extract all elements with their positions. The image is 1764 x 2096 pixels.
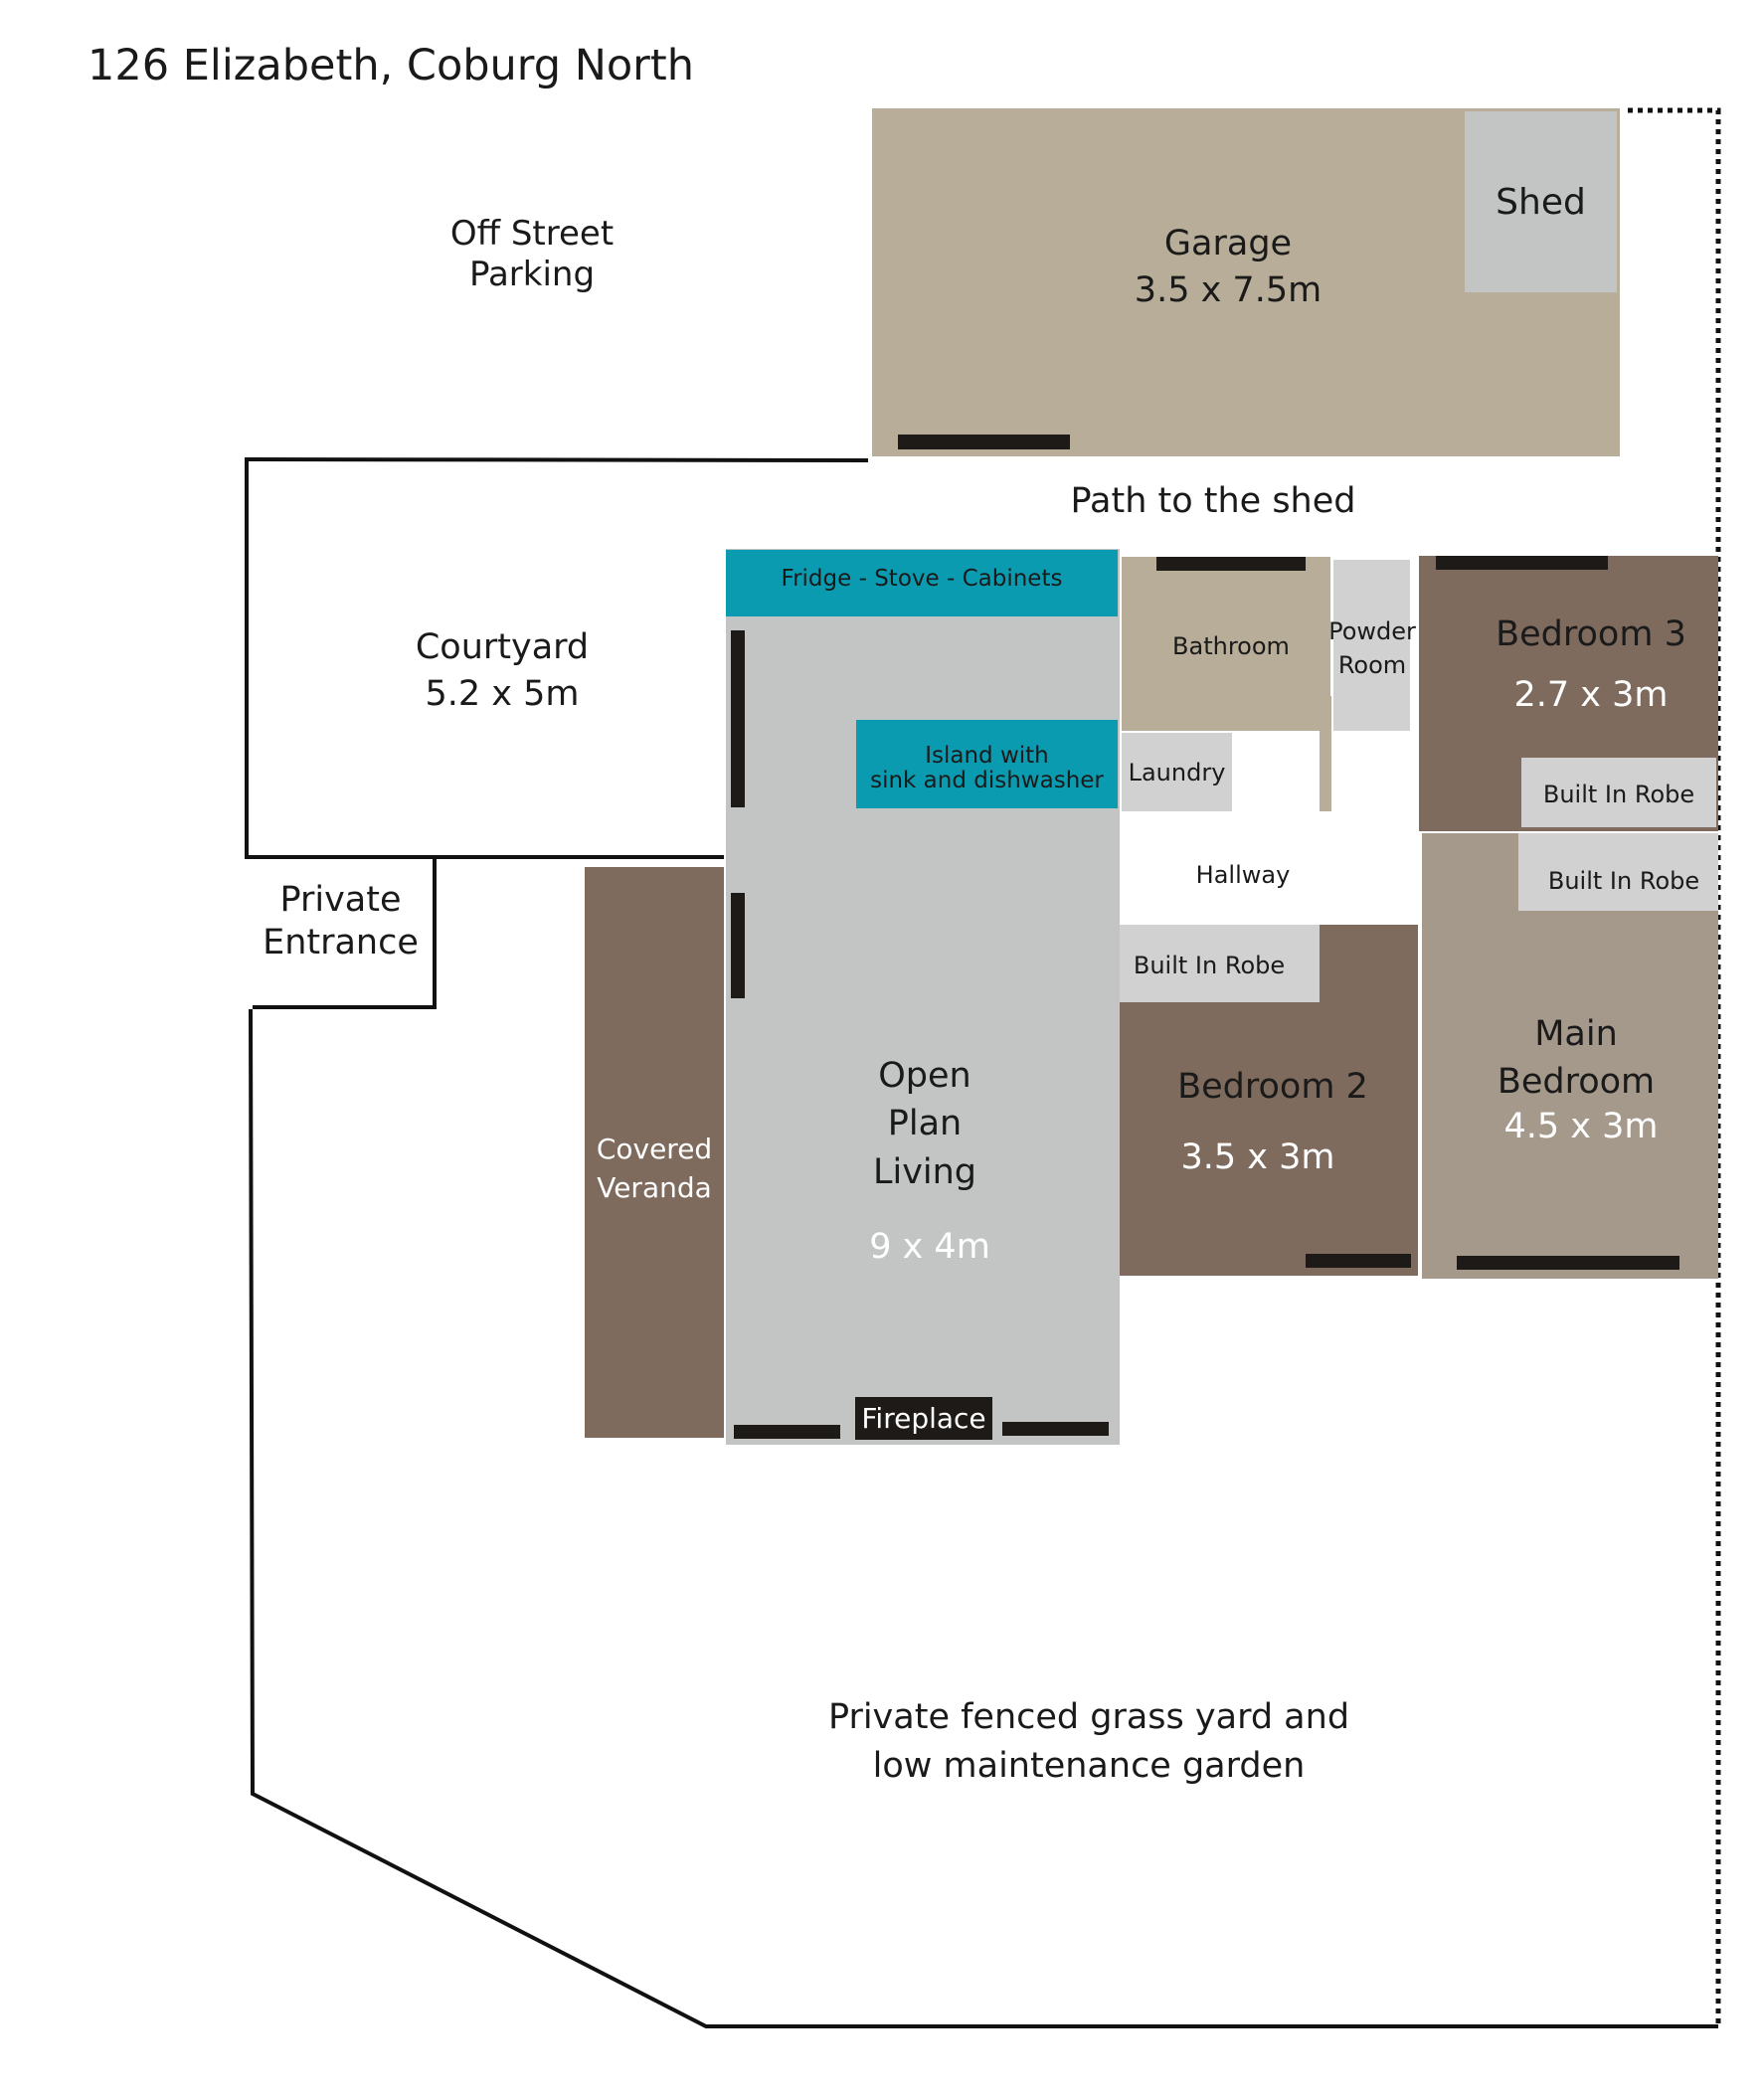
living-size: 9 x 4m <box>869 1227 990 1267</box>
covered-veranda <box>585 867 724 1438</box>
bedroom2-size: 3.5 x 3m <box>1180 1137 1335 1177</box>
kitchen-label: Fridge - Stove - Cabinets <box>781 566 1063 592</box>
powder-line1: Powder <box>1328 617 1416 645</box>
bathroom <box>1122 557 1330 731</box>
off-street-line1: Off Street <box>449 214 615 254</box>
private-entrance-label: Private Entrance <box>249 879 433 963</box>
main-bedroom-window <box>1457 1256 1679 1270</box>
shed-label: Shed <box>1496 182 1586 223</box>
bedroom2-name: Bedroom 2 <box>1177 1067 1368 1107</box>
entrance-wall <box>253 857 437 1009</box>
main-line1: Main <box>1534 1014 1618 1054</box>
veranda-line2: Veranda <box>597 1171 712 1205</box>
bedroom3-robe-label: Built In Robe <box>1542 781 1695 808</box>
shed <box>1465 111 1617 292</box>
path-label: Path to the shed <box>1070 481 1356 521</box>
living-window-3 <box>734 1425 840 1439</box>
main-line2: Bedroom <box>1497 1062 1656 1103</box>
kitchen-bench <box>726 550 1118 616</box>
yard-label: Private fenced grass yard and low mainte… <box>795 1693 1382 1791</box>
entrance-line2: Entrance <box>263 922 419 962</box>
living-line1: Open <box>878 1056 971 1096</box>
main-bedroom-label: Main Bedroom <box>1452 1010 1700 1107</box>
bedroom2-robe-label: Built In Robe <box>1133 952 1286 979</box>
garage-size: 3.5 x 7.5m <box>1134 270 1323 311</box>
off-street-parking-label: Off Street Parking <box>398 214 666 296</box>
fireplace-label: Fireplace <box>861 1402 986 1435</box>
powder-room-label: Powder Room <box>1323 615 1422 682</box>
powder-line2: Room <box>1337 650 1407 679</box>
living-line2: Plan <box>887 1104 963 1144</box>
bedroom3-window <box>1436 556 1608 570</box>
page-title: 126 Elizabeth, Coburg North <box>88 41 694 90</box>
bedroom2-window <box>1306 1254 1411 1268</box>
bathroom-label: Bathroom <box>1172 632 1290 660</box>
living-window-2 <box>731 893 745 998</box>
yard-line2: low maintenance garden <box>872 1746 1306 1786</box>
kitchen-island <box>856 720 1118 808</box>
living-label: Open Plan Living <box>825 1052 1024 1196</box>
bedroom3-robe <box>1521 758 1716 827</box>
bedroom3-size: 2.7 x 3m <box>1513 675 1669 715</box>
living-window-4 <box>1002 1422 1109 1436</box>
yard-line1: Private fenced grass yard and <box>827 1697 1350 1737</box>
laundry <box>1122 733 1232 811</box>
courtyard-wall <box>245 456 869 859</box>
garage-door <box>898 435 1070 449</box>
main-robe-label: Built In Robe <box>1547 867 1700 895</box>
bathroom-wall <box>1320 696 1331 811</box>
off-street-line2: Parking <box>468 255 596 295</box>
bathroom-window <box>1156 557 1306 571</box>
fireplace <box>855 1397 992 1440</box>
main-bedroom-size: 4.5 x 3m <box>1503 1107 1659 1146</box>
island-label: Island with sink and dishwasher <box>856 743 1118 794</box>
island-line2: sink and dishwasher <box>870 768 1104 794</box>
veranda-line1: Covered <box>596 1133 713 1165</box>
bedroom2-robe <box>1120 925 1320 1002</box>
powder-room <box>1333 560 1410 731</box>
garage-name: Garage <box>1163 224 1293 263</box>
courtyard-size: 5.2 x 5m <box>425 674 580 715</box>
courtyard-name: Courtyard <box>415 627 590 667</box>
courtyard-label: Courtyard 5.2 x 5m <box>358 624 646 719</box>
main-bedroom-robe <box>1518 833 1718 911</box>
garage-label: Garage 3.5 x 7.5m <box>1074 221 1382 315</box>
living-window-1 <box>731 630 745 807</box>
living-line3: Living <box>872 1151 977 1192</box>
hallway-label: Hallway <box>1195 861 1291 889</box>
yard-boundary-west <box>249 1008 1718 2028</box>
open-plan-living <box>726 549 1120 1445</box>
laundry-label: Laundry <box>1128 759 1226 786</box>
bedroom3-name: Bedroom 3 <box>1496 614 1686 654</box>
island-line1: Island with <box>925 743 1049 769</box>
entrance-line1: Private <box>279 880 402 920</box>
dotted-fence <box>1628 107 1721 2026</box>
veranda-label: Covered Veranda <box>587 1130 722 1207</box>
